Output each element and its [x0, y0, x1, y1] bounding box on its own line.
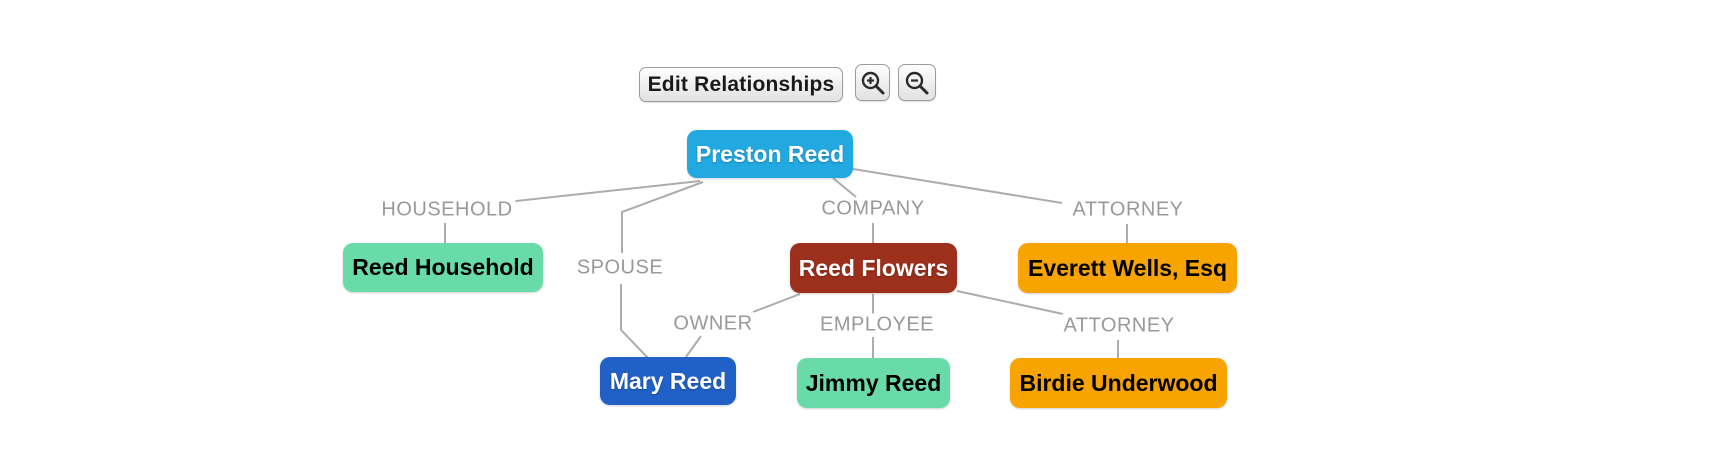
node-jimmy-reed[interactable]: Jimmy Reed	[797, 358, 950, 408]
edge-owner-lower	[685, 335, 702, 358]
edge-company-upper	[832, 177, 857, 198]
magnifier-plus-icon	[861, 71, 884, 94]
node-mary-reed[interactable]: Mary Reed	[600, 357, 736, 405]
edge-household-upper	[506, 180, 701, 203]
node-reed-flowers[interactable]: Reed Flowers	[790, 243, 957, 293]
zoom-out-button[interactable]	[898, 64, 936, 101]
edit-relationships-button[interactable]: Edit Relationships	[639, 67, 843, 102]
edge-spouse-lower	[620, 284, 649, 359]
zoom-in-button[interactable]	[855, 64, 890, 101]
edge-label-household: HOUSEHOLD	[378, 198, 516, 222]
edge-label-attorney: ATTORNEY	[1060, 314, 1178, 338]
edge-label-spouse: SPOUSE	[573, 256, 667, 280]
edge-label-company: COMPANY	[818, 197, 928, 221]
magnifier-minus-icon	[905, 71, 929, 94]
edge-label-attorney: ATTORNEY	[1069, 198, 1187, 222]
node-reed-household[interactable]: Reed Household	[343, 243, 543, 292]
edge-attorney2-upper	[956, 290, 1064, 315]
node-birdie-underwood[interactable]: Birdie Underwood	[1010, 358, 1227, 408]
edge-attorney1-upper	[852, 168, 1063, 204]
edge-spouse-upper	[621, 181, 704, 253]
edge-label-owner: OWNER	[670, 312, 756, 336]
node-preston-reed[interactable]: Preston Reed	[687, 130, 853, 178]
edge-label-employee: EMPLOYEE	[816, 313, 938, 337]
node-everett-wells[interactable]: Everett Wells, Esq	[1018, 243, 1237, 293]
edge-owner-upper	[752, 293, 801, 313]
